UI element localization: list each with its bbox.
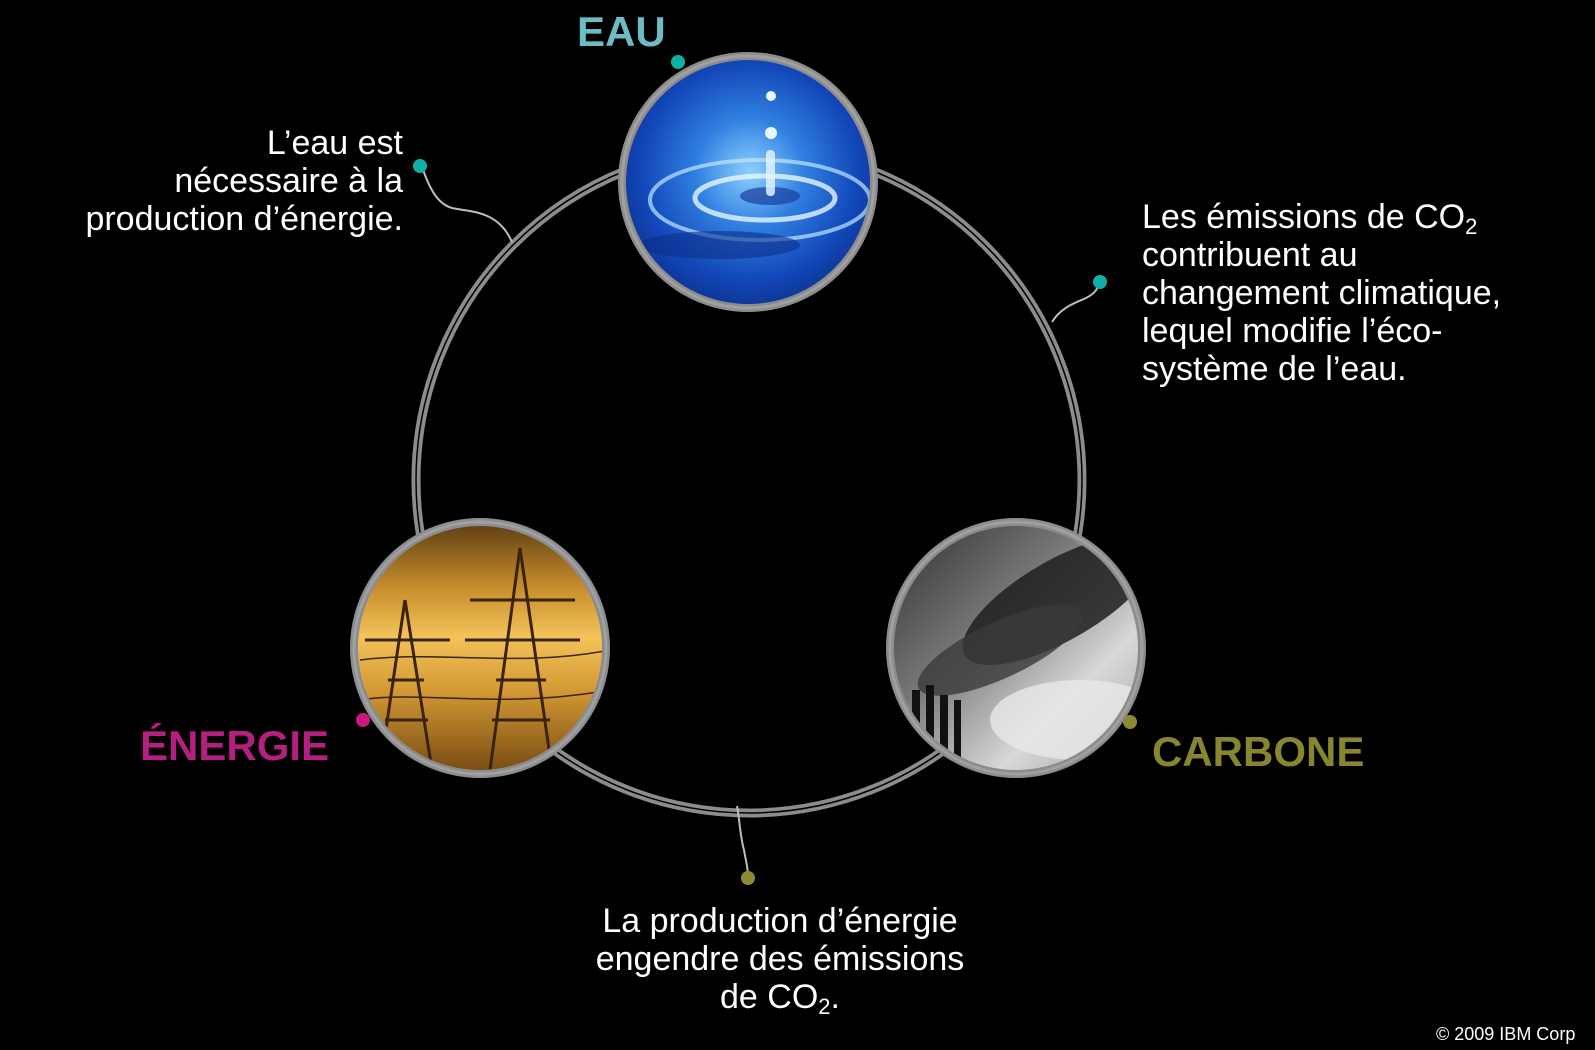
node-label-carbone: CARBONE: [1152, 728, 1365, 775]
description-eau-energie: L’eau est nécessaire à la production d’é…: [85, 124, 403, 238]
description-carbone-eau: Les émissions de CO2 contribuent au chan…: [1142, 198, 1501, 388]
carbone-dot: [1123, 715, 1137, 729]
description-energie-carbone: La production d’énergie engendre des émi…: [520, 902, 1040, 1020]
connector-dot: [413, 159, 427, 173]
description-line: engendre des émissions: [595, 940, 965, 979]
co2-text: de CO: [720, 978, 819, 1017]
description-line: changement climatique,: [1142, 274, 1502, 313]
description-line: Les émissions de CO2: [1142, 198, 1501, 239]
connector-energie-carbone: [736, 805, 755, 885]
co2-subscript: 2: [1465, 214, 1478, 239]
description-line: nécessaire à la: [174, 162, 403, 201]
node-label-energie: ÉNERGIE: [140, 722, 330, 769]
node-label-eau: EAU: [577, 8, 666, 55]
water-drop-image: [618, 52, 878, 312]
connector-carbone-eau: [1051, 275, 1107, 323]
energie-dot: [356, 713, 370, 727]
description-line: contribuent au: [1142, 236, 1358, 275]
co2-subscript: 2: [818, 994, 831, 1020]
copyright-footer: © 2009 IBM Corp: [1436, 1024, 1576, 1044]
description-line: L’eau est: [266, 124, 403, 162]
description-line: de CO2.: [520, 978, 1040, 1020]
period-text: .: [830, 978, 840, 1017]
description-line: lequel modifie l’éco-: [1142, 312, 1443, 351]
smokestack-pollution-image: [886, 518, 1146, 778]
description-line: La production d’énergie: [602, 902, 958, 940]
power-pylons-image: [350, 518, 610, 778]
co2-text: Les émissions de CO: [1142, 198, 1466, 236]
connector-eau-energie: [413, 159, 513, 243]
description-line: système de l’eau.: [1142, 350, 1407, 389]
description-line: production d’énergie.: [85, 200, 403, 239]
eau-dot: [671, 55, 685, 69]
connector-dot: [1093, 275, 1107, 289]
connector-dot: [741, 871, 755, 885]
